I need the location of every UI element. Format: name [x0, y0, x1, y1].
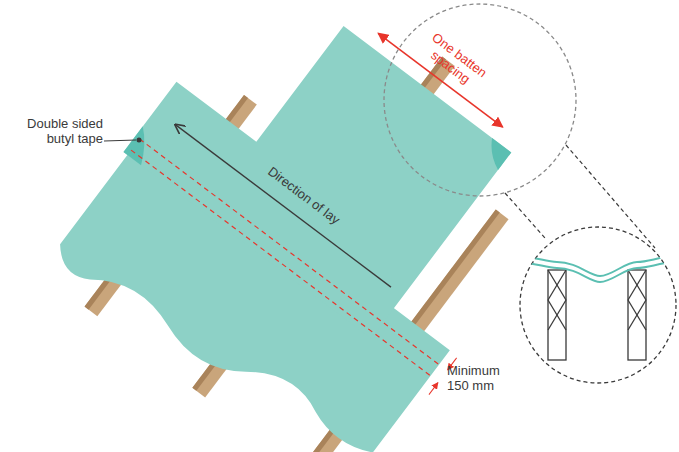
upper-underlay — [123, 0, 511, 338]
dimension-label: Minimum 150 mm — [447, 363, 509, 393]
roof-assembly — [35, 0, 596, 452]
tape-label: Double sided butyl tape — [7, 116, 103, 146]
detail-leader — [505, 193, 545, 238]
sheet-curl — [479, 138, 511, 170]
sheet-curl — [123, 126, 160, 165]
tape-label-box: Double sided butyl tape — [7, 116, 103, 146]
detail-section — [515, 256, 679, 360]
detail-circle — [384, 4, 576, 196]
leader-dot — [137, 138, 142, 143]
tape-line — [131, 150, 430, 376]
leader-line — [104, 140, 136, 141]
tape-line — [140, 139, 439, 365]
dimension-label-box: Minimum 150 mm — [447, 363, 509, 393]
lay-direction-arrow — [175, 125, 391, 287]
detail-circle — [520, 227, 676, 383]
dimension-arrow — [429, 383, 438, 395]
